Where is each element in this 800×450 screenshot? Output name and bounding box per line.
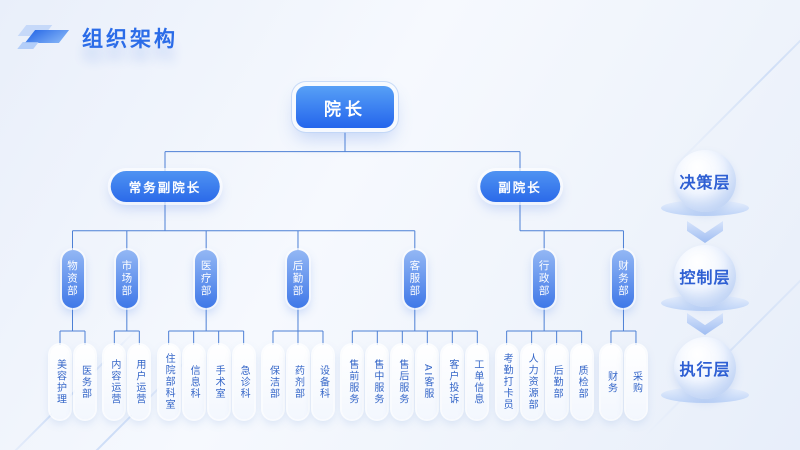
dept-group: 财务部财务采购 [600,250,646,419]
unit-row: 美容护理医务部 [50,345,95,419]
unit-node: AI客服 [417,345,438,419]
unit-node: 住院部科室 [158,345,179,419]
dept-node: 医疗部 [195,250,218,308]
dept-group: 后勤部保洁部药剂部设备科 [262,250,333,419]
hierarchy-legend: 决策层 控制层 执行层 [645,145,765,415]
department-groups: 物资部美容护理医务部市场部内容运营用户运营医疗部住院部科室信息科手术室急诊科后勤… [50,250,646,419]
unit-node: 信息科 [183,345,204,419]
legend-label: 控制层 [679,268,731,287]
unit-node: 售前服务 [342,345,363,419]
legend-sphere-execution: 执行层 [674,337,736,399]
unit-node: 内容运营 [104,345,125,419]
unit-node: 后勤部 [546,345,567,419]
dept-node: 财务部 [612,250,635,308]
unit-node: 售后服务 [392,345,413,419]
dept-node: 后勤部 [286,250,309,308]
org-node-vice-president: 副院长 [480,171,560,202]
dept-group: 市场部内容运营用户运营 [104,250,150,419]
dept-node: 市场部 [115,250,138,308]
dept-group: 物资部美容护理医务部 [50,250,95,419]
unit-row: 考勤打卡员人力资源部后勤部质检部 [496,345,592,419]
slide-header: 组织架构 [17,22,178,54]
dept-node: 客服部 [403,250,426,308]
unit-node: 药剂部 [287,345,308,419]
unit-node: 人力资源部 [521,345,542,419]
legend-sphere-control: 控制层 [674,245,736,307]
unit-node: 财务 [600,345,621,419]
unit-node: 手术室 [208,345,229,419]
legend-label: 决策层 [679,173,731,192]
unit-node: 急诊科 [233,345,254,419]
legend-sphere-decision: 决策层 [674,150,736,212]
unit-node: 保洁部 [262,345,283,419]
chevron-down-icon [687,221,723,243]
unit-node: 质检部 [571,345,592,419]
unit-node: 售中服务 [367,345,388,419]
unit-node: 医务部 [75,345,95,419]
unit-node: 用户运营 [129,345,150,419]
chevron-down-icon [687,313,723,335]
unit-node: 美容护理 [50,345,70,419]
unit-row: 保洁部药剂部设备科 [262,345,333,419]
legend-label: 执行层 [679,360,731,379]
unit-row: 财务采购 [600,345,646,419]
dept-node: 行政部 [533,250,556,308]
unit-node: 客户投诉 [442,345,463,419]
page-title: 组织架构 [82,27,178,51]
org-node-executive-vice-president: 常务副院长 [110,171,220,202]
org-node-president: 院长 [296,86,394,128]
unit-row: 内容运营用户运营 [104,345,150,419]
unit-node: 考勤打卡员 [496,345,517,419]
dept-group: 行政部考勤打卡员人力资源部后勤部质检部 [496,250,592,419]
unit-row: 住院部科室信息科手术室急诊科 [158,345,254,419]
unit-node: 工单信息 [467,345,488,419]
unit-node: 采购 [625,345,646,419]
dept-group: 医疗部住院部科室信息科手术室急诊科 [158,250,254,419]
logo-icon [17,22,70,54]
unit-node: 设备科 [312,345,333,419]
dept-node: 物资部 [61,250,84,308]
